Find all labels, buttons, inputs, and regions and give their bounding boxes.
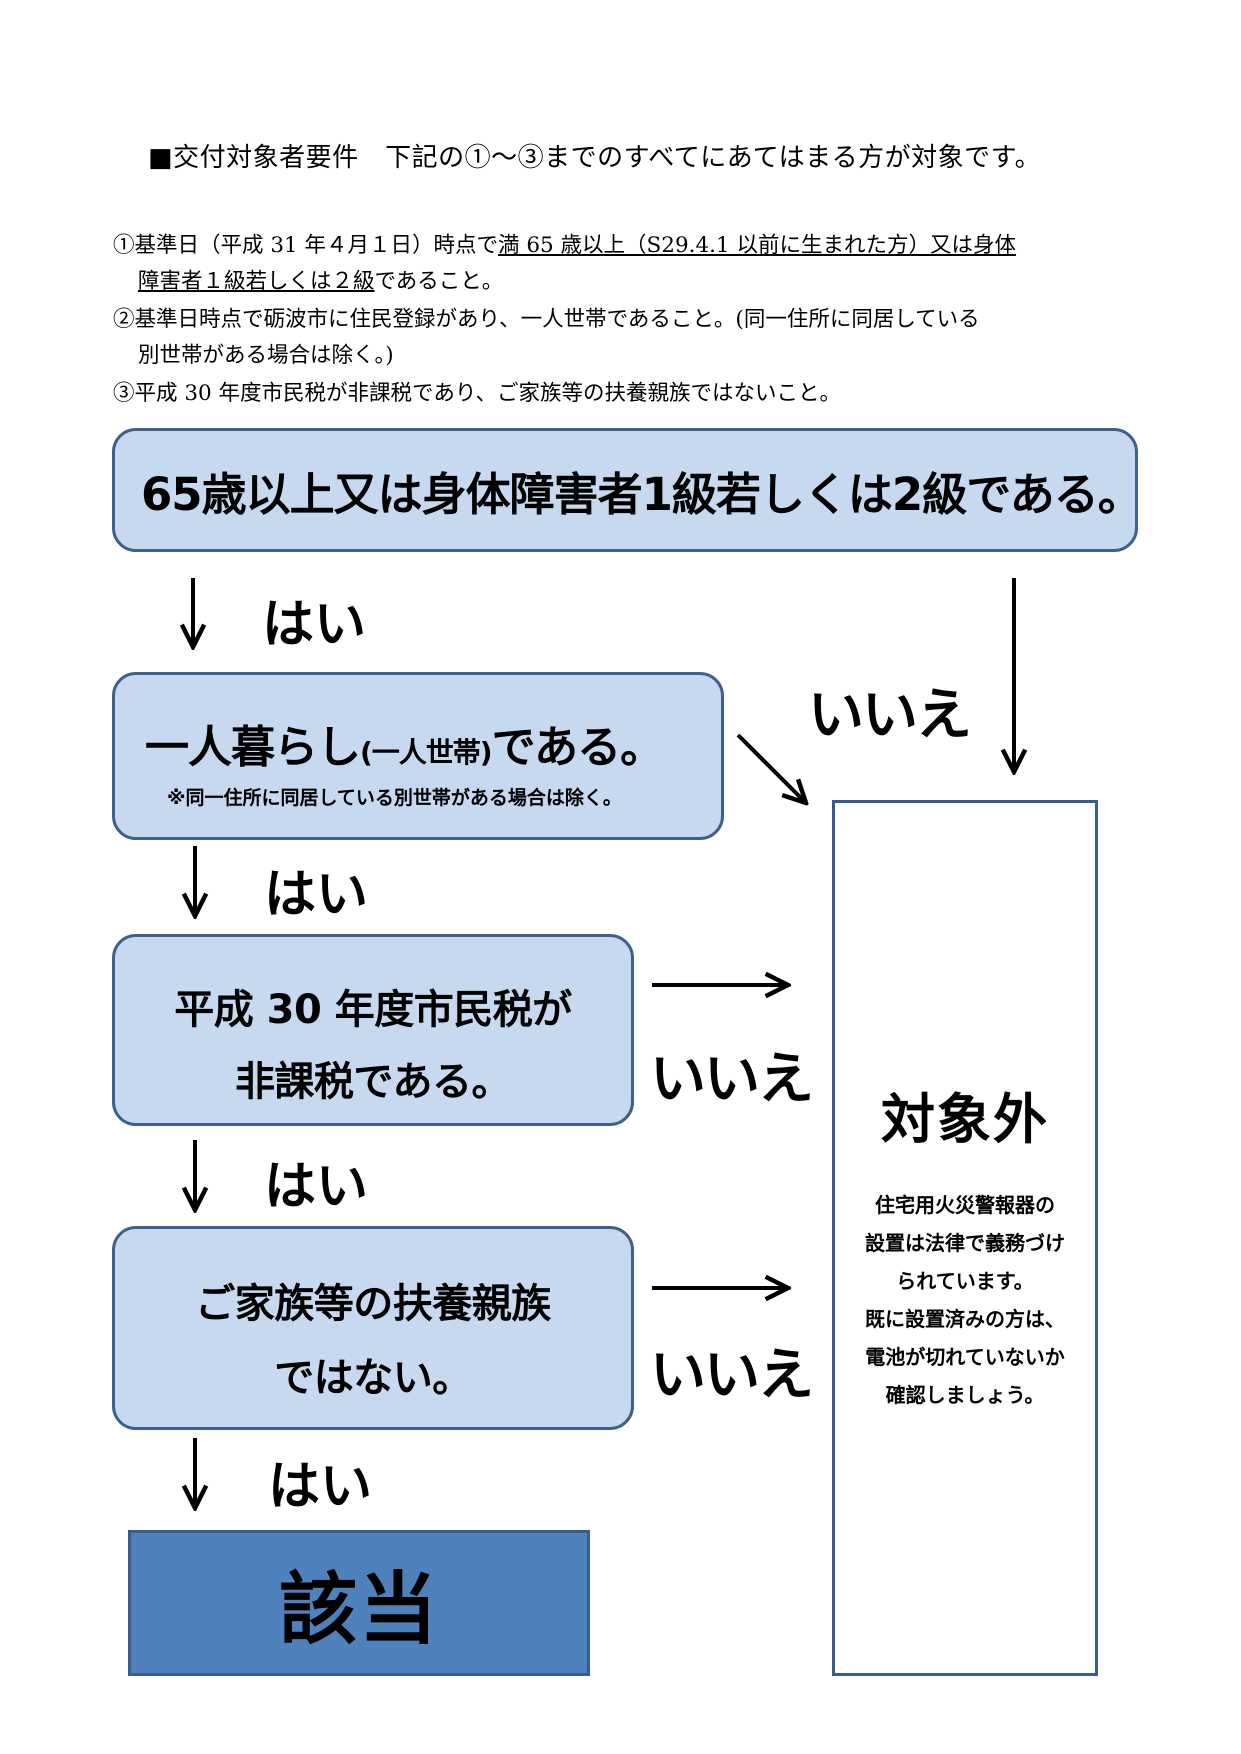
requirement-3: ③平成 30 年度市民税が非課税であり、ご家族等の扶養親族ではないこと。: [113, 381, 841, 406]
excluded-note-line: 確認しましょう。: [885, 1383, 1045, 1407]
excluded-note-line: 住宅用火災警報器の: [875, 1193, 1055, 1217]
arrow-no-2: [736, 733, 806, 803]
no-label-1: いいえ: [808, 683, 972, 748]
excluded-note-line: 設置は法律で義務づけ: [865, 1231, 1065, 1255]
question-living-alone-note: ※同一住所に同居している別世帯がある場合は除く。: [167, 787, 622, 809]
yes-label-3: はい: [264, 1157, 369, 1217]
excluded-note-line: 電池が切れていないか: [865, 1345, 1065, 1369]
no-label-2: いいえ: [650, 1047, 814, 1112]
yes-label-4: はい: [268, 1457, 373, 1517]
question-living-alone-text: 一人暮らし(一人世帯)である。: [145, 722, 664, 773]
excluded-note-line: られています。: [896, 1269, 1034, 1293]
result-eligible: 該当: [128, 1530, 590, 1676]
result-excluded: 対象外 住宅用火災警報器の 設置は法律で義務づけ られています。 既に設置済みの…: [832, 800, 1098, 1676]
yes-label-2: はい: [264, 865, 369, 925]
question-living-alone: 一人暮らし(一人世帯)である。 ※同一住所に同居している別世帯がある場合は除く。: [112, 672, 724, 840]
no-label-3: いいえ: [650, 1343, 814, 1408]
requirements-heading: ■交付対象者要件 下記の①～③までのすべてにあてはまる方が対象です。: [148, 143, 1042, 173]
yes-label-1: はい: [262, 595, 367, 655]
question-tax-exempt: 平成 30 年度市民税が 非課税である。: [112, 934, 634, 1126]
excluded-note-line: 既に設置済みの方は、: [865, 1307, 1065, 1331]
question-not-dependent: ご家族等の扶養親族 ではない。: [112, 1226, 634, 1430]
requirement-2: ②基準日時点で砺波市に住民登録があり、一人世帯であること。(同一住所に同居してい…: [113, 307, 980, 368]
question-age-disability: 65歳以上又は身体障害者1級若しくは2級である。: [112, 428, 1143, 552]
requirement-1: ①基準日（平成 31 年４月１日）時点で満 65 歳以上（S29.4.1 以前に…: [113, 233, 1017, 294]
